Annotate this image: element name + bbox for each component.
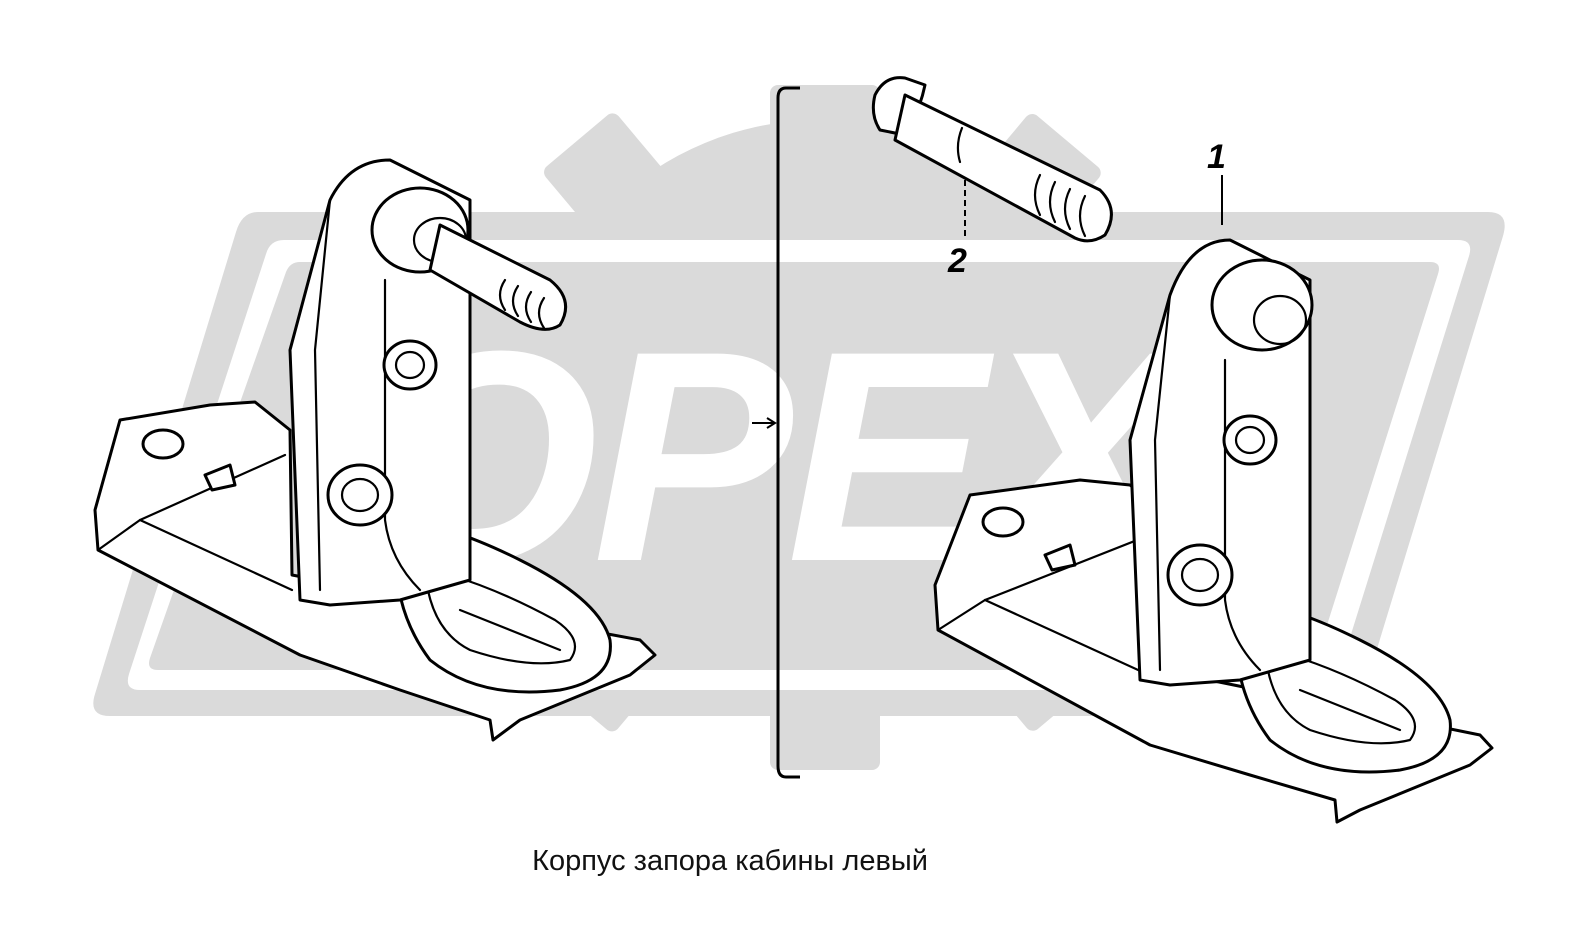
diagram-caption: Корпус запора кабины левый	[532, 845, 928, 877]
bolt-part-2	[871, 76, 1113, 243]
latch-housing-assembled	[93, 158, 657, 742]
callout-2: 2	[947, 242, 967, 280]
assembly-arrow	[752, 417, 777, 429]
bolt-installed	[428, 223, 568, 331]
callout-1: 1	[1207, 138, 1226, 176]
latch-housing-part-1	[933, 238, 1494, 824]
assembly-bracket	[776, 86, 800, 779]
